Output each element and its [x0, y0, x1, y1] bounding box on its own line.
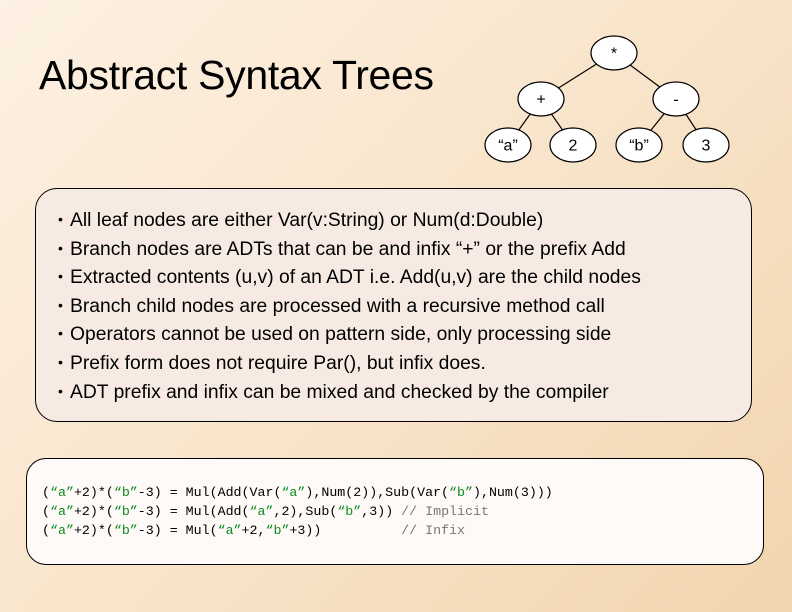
tree-node-sub: -	[652, 81, 700, 117]
bullet-dot-icon: •	[58, 382, 63, 399]
tree-node-b: “b”	[615, 127, 663, 163]
code-example-box: (“a”+2)*(“b”-3) = Mul(Add(Var(“a”),Num(2…	[26, 458, 764, 565]
code-line: (“a”+2)*(“b”-3) = Mul(Add(“a”,2),Sub(“b”…	[42, 502, 763, 521]
code-token: ,2),Sub(	[273, 504, 338, 519]
tree-node-mul: *	[590, 35, 638, 71]
code-token: +2,	[241, 523, 266, 538]
bullet-list: • All leaf nodes are either Var(v:String)…	[58, 206, 751, 406]
tree-node-a: “a”	[484, 127, 532, 163]
code-token: (	[42, 485, 50, 500]
code-token: (	[42, 504, 50, 519]
tree-node-shape	[682, 127, 730, 163]
tree-node-shape	[652, 81, 700, 117]
tree-node-shape	[549, 127, 597, 163]
tree-node-shape	[517, 81, 565, 117]
bullet-dot-icon: •	[58, 296, 63, 313]
code-string: “b”	[449, 485, 473, 500]
code-string: “a”	[249, 504, 274, 519]
code-string: “b”	[113, 485, 138, 500]
code-token: -3) = Mul(Add(	[137, 504, 250, 519]
bullet-item: • Prefix form does not require Par(), but…	[58, 349, 751, 378]
bullet-text: Extracted contents (u,v) of an ADT i.e. …	[70, 267, 641, 289]
code-string: “a”	[49, 523, 74, 538]
code-string: “a”	[217, 523, 242, 538]
code-string: “b”	[113, 504, 138, 519]
code-string: “b”	[113, 523, 138, 538]
tree-node-label: *	[611, 46, 617, 63]
code-token: ),Num(3)))	[472, 485, 553, 500]
bullet-dot-icon: •	[58, 268, 63, 285]
bullet-item: • Operators cannot be used on pattern sid…	[58, 320, 751, 349]
ast-tree-diagram: * + - “a” 2 “b” 3	[484, 35, 730, 163]
code-lines: (“a”+2)*(“b”-3) = Mul(Add(Var(“a”),Num(2…	[42, 483, 763, 540]
code-token: +3))	[289, 523, 402, 538]
bullet-text: Prefix form does not require Par(), but …	[70, 352, 486, 374]
tree-node-label: 3	[702, 138, 711, 155]
tree-node-label: “a”	[498, 138, 518, 155]
code-token: ,3))	[361, 504, 402, 519]
tree-node-shape	[590, 35, 638, 71]
tree-node-label: “b”	[629, 138, 649, 155]
tree-node-3: 3	[682, 127, 730, 163]
tree-node-label: 2	[569, 138, 578, 155]
code-string: “b”	[337, 504, 362, 519]
bullet-dot-icon: •	[58, 211, 63, 227]
bullet-item: • Extracted contents (u,v) of an ADT i.e.…	[58, 263, 751, 292]
bullet-text: ADT prefix and infix can be mixed and ch…	[70, 381, 609, 403]
bullet-text: All leaf nodes are either Var(v:String) …	[70, 210, 544, 231]
code-token: ),Num(2)),Sub(Var(	[305, 485, 450, 500]
bullet-item: • ADT prefix and infix can be mixed and c…	[58, 378, 751, 407]
code-token: -3) = Mul(	[137, 523, 218, 538]
code-token: (	[42, 523, 50, 538]
bullet-item: • Branch child nodes are processed with a…	[58, 292, 751, 321]
bullet-text: Operators cannot be used on pattern side…	[70, 324, 612, 346]
code-string: “a”	[49, 504, 74, 519]
tree-node-add: +	[517, 81, 565, 117]
code-comment: // Infix	[401, 523, 466, 538]
tree-node-2: 2	[549, 127, 597, 163]
bullet-list-box: • All leaf nodes are either Var(v:String)…	[35, 188, 752, 422]
code-token: -3) = Mul(Add(Var(	[137, 485, 282, 500]
code-token: +2)*(	[73, 523, 114, 538]
tree-node-label: +	[536, 92, 545, 109]
tree-node-shape	[615, 127, 663, 163]
tree-nodes: * + - “a” 2 “b” 3	[484, 35, 730, 163]
bullet-item: • All leaf nodes are either Var(v:String)…	[58, 206, 751, 235]
code-string: “a”	[281, 485, 306, 500]
bullet-dot-icon: •	[58, 325, 63, 342]
code-string: “b”	[265, 523, 290, 538]
tree-node-shape	[484, 127, 532, 163]
code-token: +2)*(	[73, 504, 114, 519]
code-line: (“a”+2)*(“b”-3) = Mul(“a”+2,“b”+3)) // I…	[42, 521, 763, 540]
code-token: +2)*(	[73, 485, 114, 500]
bullet-text: Branch child nodes are processed with a …	[70, 295, 605, 317]
bullet-item: • Branch nodes are ADTs that can be and i…	[58, 235, 751, 264]
bullet-text: Branch nodes are ADTs that can be and in…	[70, 238, 626, 260]
code-line: (“a”+2)*(“b”-3) = Mul(Add(Var(“a”),Num(2…	[42, 483, 763, 502]
code-comment: // Implicit	[401, 504, 489, 519]
code-string: “a”	[49, 485, 74, 500]
slide-title: Abstract Syntax Trees	[39, 52, 434, 98]
bullet-dot-icon: •	[58, 353, 63, 370]
bullet-dot-icon: •	[58, 239, 63, 256]
tree-node-label: -	[673, 92, 678, 109]
